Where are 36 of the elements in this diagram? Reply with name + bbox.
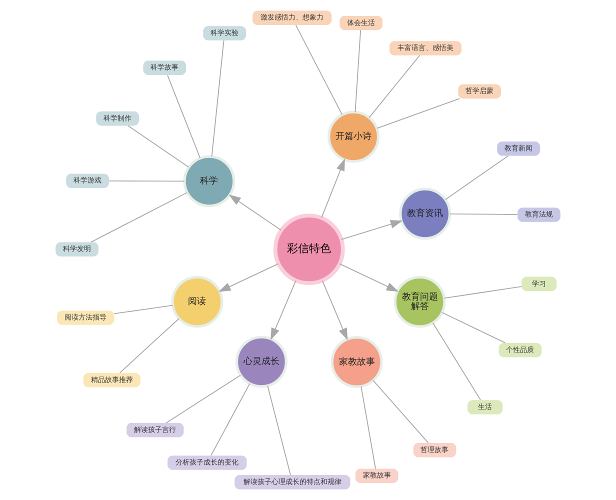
- connector: [166, 374, 241, 424]
- node-circle: 家教故事: [330, 336, 383, 388]
- connector: [354, 30, 362, 113]
- node-circle: 教育资讯: [399, 188, 452, 240]
- arrow: [228, 194, 282, 231]
- connector: [267, 385, 291, 476]
- connector: [449, 213, 518, 215]
- connector: [444, 286, 522, 299]
- connector: [376, 98, 460, 129]
- arrow: [340, 220, 403, 240]
- connector: [442, 312, 506, 344]
- node-circle: 开篇小诗: [328, 110, 380, 163]
- connector: [210, 383, 250, 456]
- arrow: [322, 280, 348, 340]
- connector: [119, 318, 180, 374]
- node-circle: 科学: [183, 155, 236, 208]
- connector: [444, 155, 509, 200]
- node-circle: 教育问题解答: [394, 276, 446, 328]
- node-circle: 彩信特色: [273, 214, 345, 286]
- arrow: [339, 263, 399, 292]
- connector: [167, 74, 201, 158]
- connector: [108, 180, 185, 182]
- arrow: [270, 280, 296, 340]
- connector: [90, 192, 188, 243]
- connector: [128, 125, 190, 168]
- connector: [368, 54, 420, 118]
- connector: [360, 386, 376, 470]
- node-circle: 心灵成长: [235, 336, 288, 388]
- connector: [114, 304, 174, 314]
- arrow: [321, 158, 345, 218]
- connector: [432, 322, 481, 400]
- node-circle: 阅读: [171, 276, 224, 328]
- connector: [295, 24, 343, 116]
- connector: [372, 380, 429, 444]
- connector: [211, 40, 224, 158]
- arrow: [218, 263, 279, 292]
